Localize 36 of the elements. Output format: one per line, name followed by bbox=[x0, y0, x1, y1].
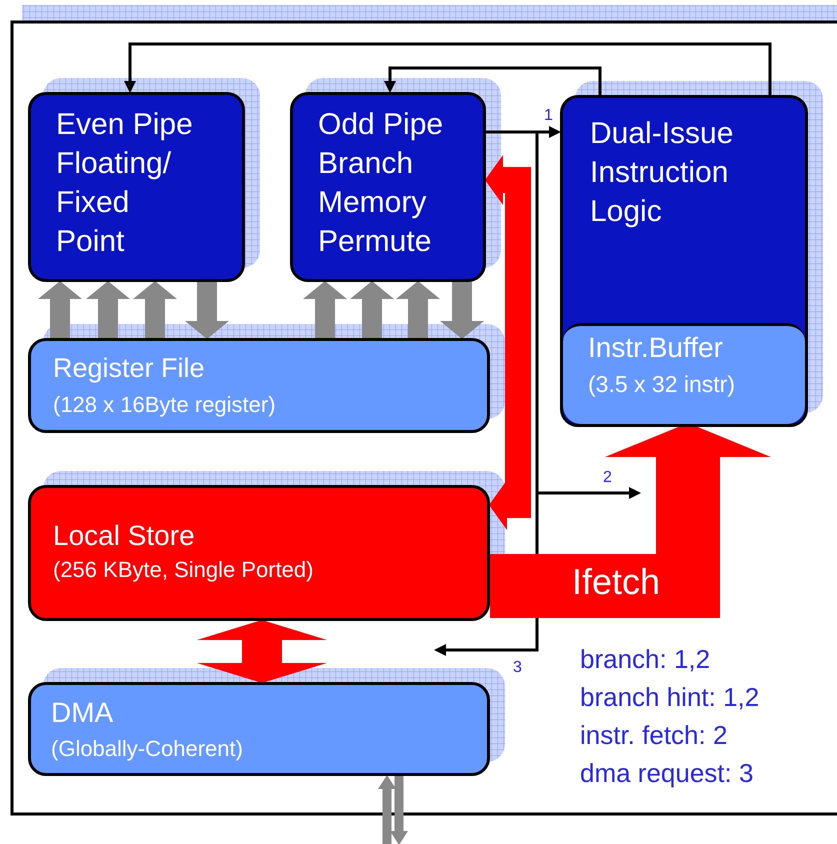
block-title: DMA bbox=[51, 696, 114, 730]
wide-arrow bbox=[133, 281, 177, 338]
wide-arrow bbox=[86, 281, 130, 338]
block-subtitle: (Globally-Coherent) bbox=[51, 735, 244, 763]
block-subtitle: (3.5 x 32 instr) bbox=[588, 370, 736, 399]
block-box bbox=[28, 682, 490, 776]
block-box bbox=[28, 92, 245, 282]
block-box bbox=[290, 92, 486, 282]
wide-arrow bbox=[390, 776, 408, 844]
legend-note: branch: 1,2 bbox=[580, 646, 710, 672]
block-box bbox=[28, 485, 490, 621]
block-box bbox=[28, 338, 490, 433]
block-subtitle: (128 x 16Byte register) bbox=[53, 391, 277, 419]
wide-arrow bbox=[303, 281, 347, 338]
block-title: Register File bbox=[53, 352, 206, 385]
wide-arrow bbox=[378, 775, 396, 844]
block-title: Instr.Buffer bbox=[588, 331, 724, 365]
block-subtitle: (256 KByte, Single Ported) bbox=[53, 556, 314, 584]
legend-note: branch hint: 1,2 bbox=[580, 684, 760, 710]
block-title: Dual-Issue Instruction Logic bbox=[590, 116, 734, 230]
legend-note: dma request: 3 bbox=[580, 760, 754, 786]
block-box bbox=[563, 323, 805, 424]
wide-arrow bbox=[396, 281, 440, 338]
block-title: Local Store bbox=[53, 519, 196, 553]
arrow bbox=[124, 42, 772, 95]
arrow bbox=[434, 130, 538, 656]
wide-arrow bbox=[185, 282, 229, 339]
legend-note: instr. fetch: 2 bbox=[580, 722, 728, 748]
wide-arrow bbox=[38, 281, 82, 338]
wide-arrow bbox=[440, 282, 484, 339]
block-title: Odd Pipe Branch Memory Permute bbox=[318, 107, 444, 260]
wide-arrow bbox=[485, 155, 531, 530]
wide-arrow bbox=[350, 281, 394, 338]
block-box bbox=[560, 95, 808, 427]
block-title: Even Pipe Floating/ Fixed Point bbox=[56, 107, 194, 260]
wide-arrow bbox=[197, 620, 327, 683]
